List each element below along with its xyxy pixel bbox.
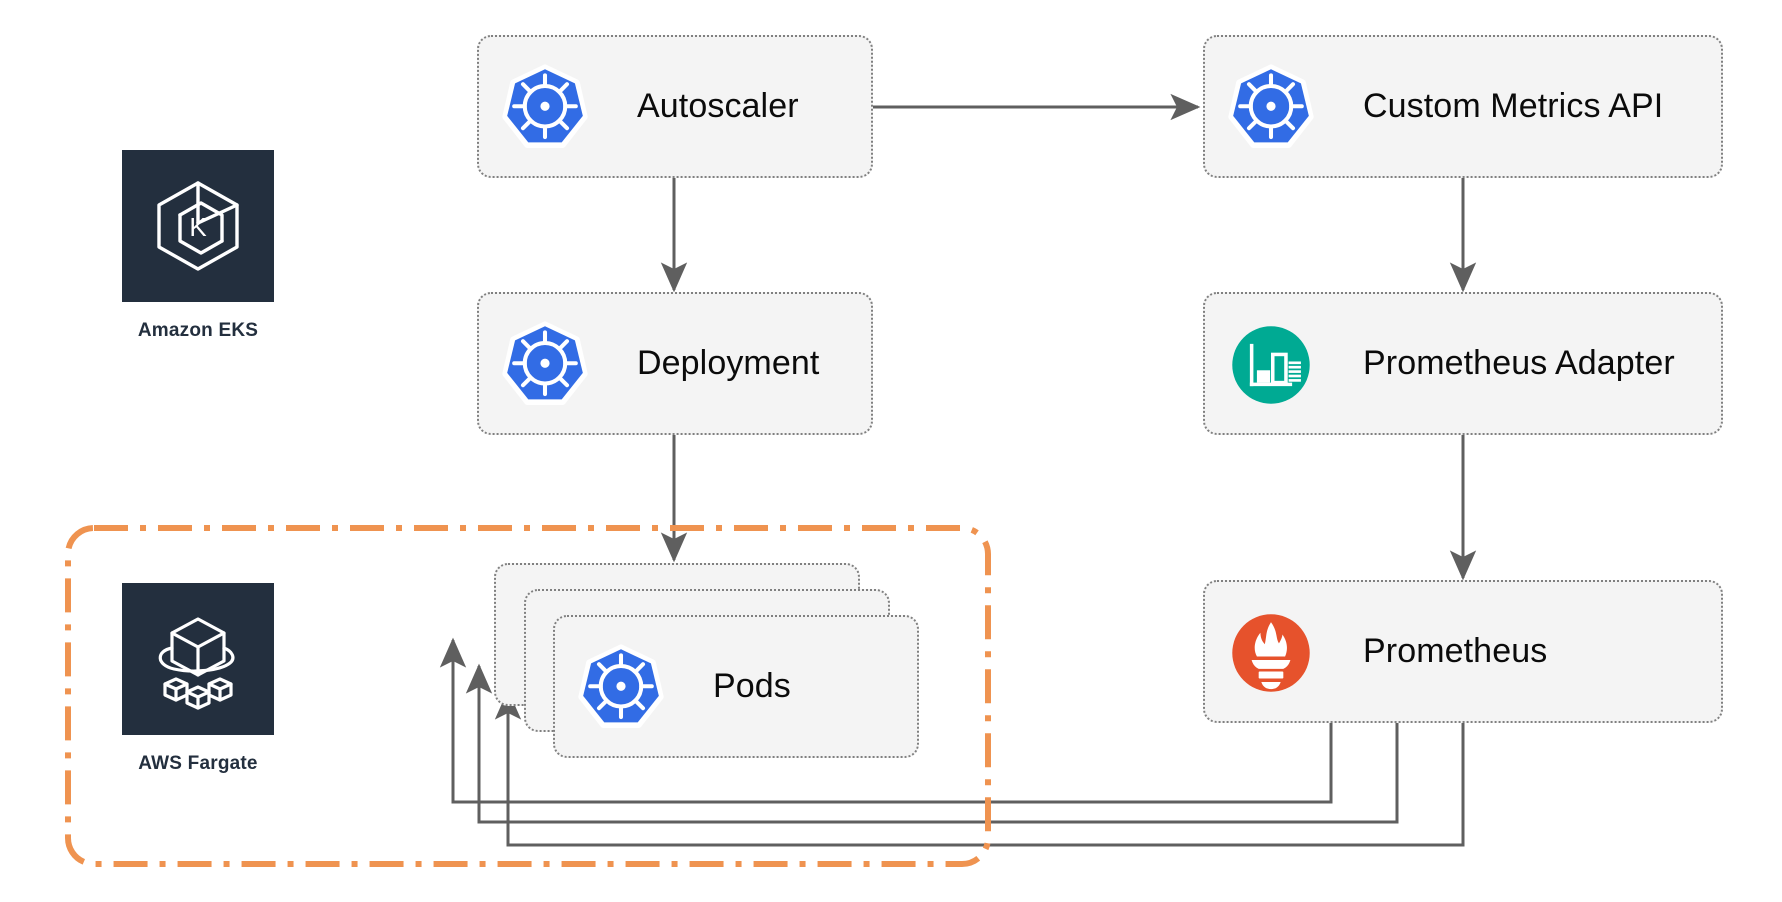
svg-text:K: K (189, 212, 207, 242)
node-pods-label: Pods (713, 667, 791, 705)
kubernetes-icon (577, 644, 665, 737)
node-custom-metrics-api-label: Custom Metrics API (1363, 87, 1664, 125)
kubernetes-icon (501, 321, 589, 414)
node-pods[interactable]: Pods (553, 615, 919, 758)
prometheus-icon (1227, 609, 1315, 702)
kubernetes-icon (501, 64, 589, 157)
node-deployment-label: Deployment (637, 344, 820, 382)
node-deployment[interactable]: Deployment (477, 292, 873, 435)
aws-fargate-tile (122, 583, 274, 735)
node-prometheus-adapter-label: Prometheus Adapter (1363, 344, 1675, 382)
node-prometheus[interactable]: Prometheus (1203, 580, 1723, 723)
amazon-eks-icon: K (157, 181, 239, 271)
node-prometheus-adapter[interactable]: Prometheus Adapter (1203, 292, 1723, 435)
node-prometheus-label: Prometheus (1363, 632, 1548, 670)
aws-fargate-caption: AWS Fargate (138, 753, 258, 774)
aws-fargate-icon (158, 617, 235, 710)
node-autoscaler-label: Autoscaler (637, 87, 799, 125)
prometheus-adapter-icon (1227, 321, 1315, 414)
amazon-eks-tile: K (122, 150, 274, 302)
node-autoscaler[interactable]: Autoscaler (477, 35, 873, 178)
kubernetes-icon (1227, 64, 1315, 157)
amazon-eks-caption: Amazon EKS (137, 320, 259, 341)
node-custom-metrics-api[interactable]: Custom Metrics API (1203, 35, 1723, 178)
